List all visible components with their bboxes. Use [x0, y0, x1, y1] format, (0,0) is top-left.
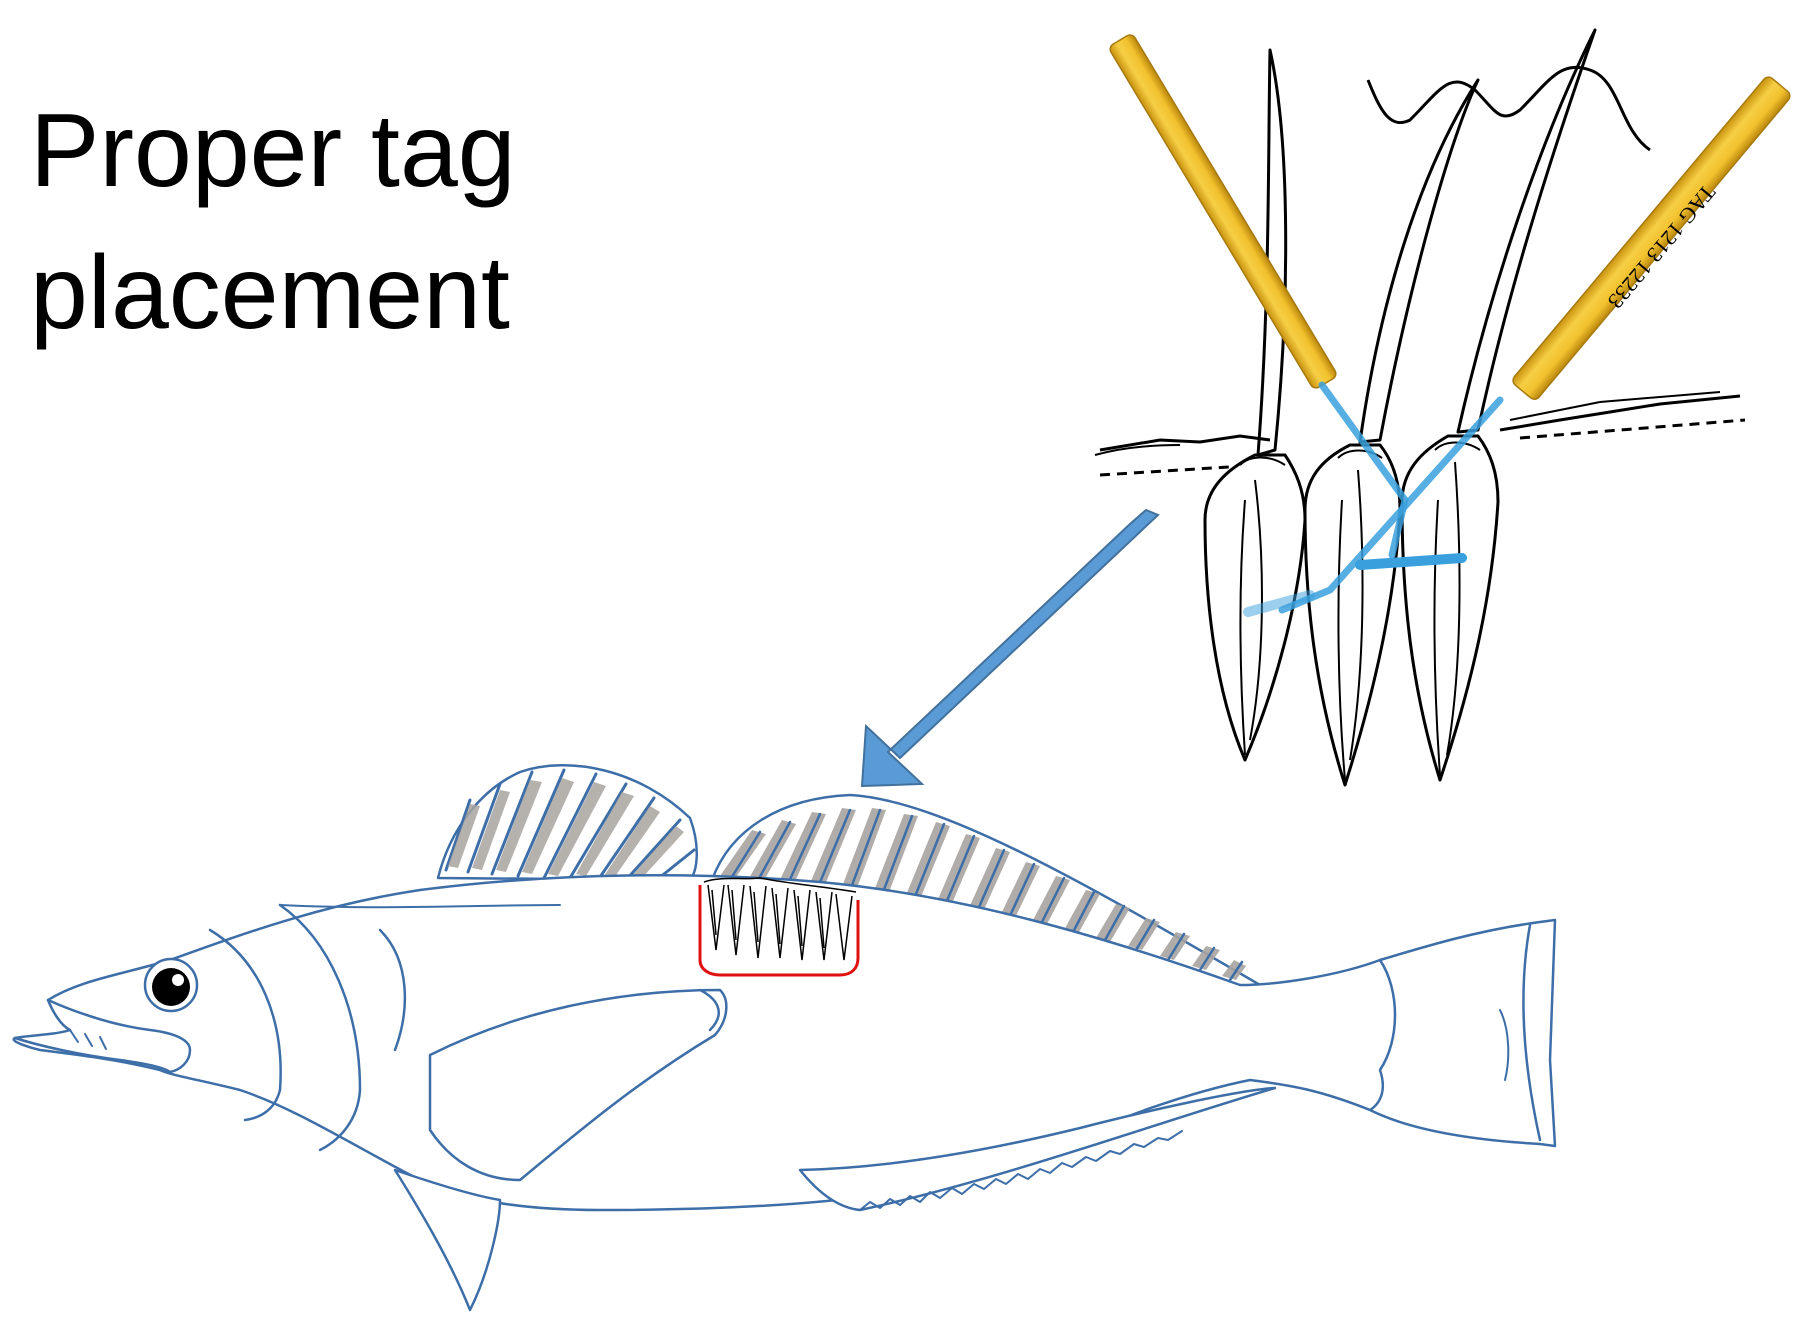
fish-illustration	[14, 765, 1555, 1310]
pointer-arrow	[862, 510, 1158, 786]
fin-spine-left	[1205, 50, 1305, 760]
first-dorsal-fin	[438, 765, 697, 882]
tag-insertion-detail: TAG 1213 12233	[1095, 30, 1800, 785]
